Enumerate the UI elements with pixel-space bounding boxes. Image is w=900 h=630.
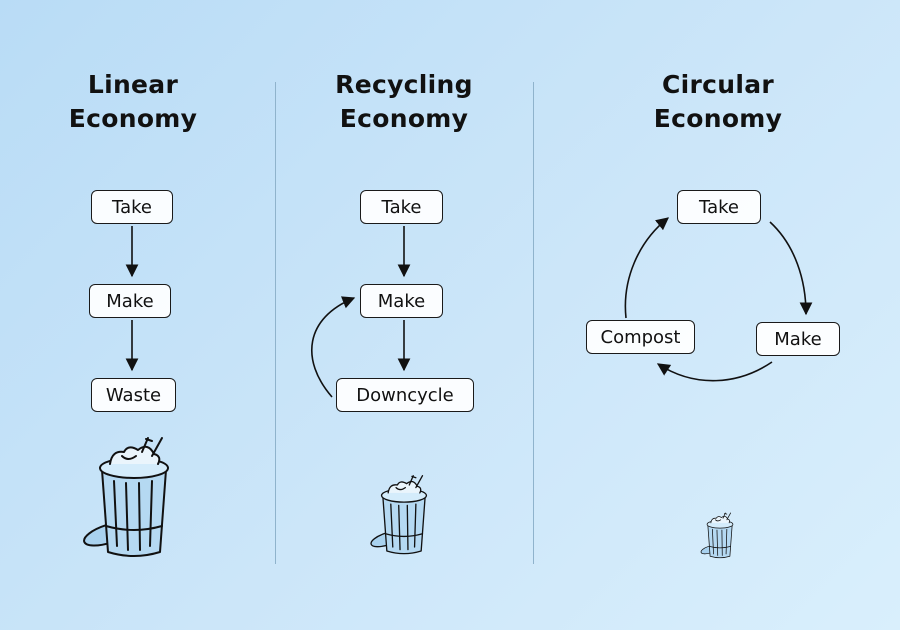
- linear-waste-box: Waste: [91, 378, 176, 412]
- circular-take-box: Take: [677, 190, 761, 224]
- trash-can-icon: [699, 512, 734, 559]
- panel-divider: [533, 82, 534, 564]
- linear-take-box: Take: [91, 190, 173, 224]
- recycling-take-box: Take: [360, 190, 443, 224]
- circular-make-box: Make: [756, 322, 840, 356]
- recycling-make-box: Make: [360, 284, 443, 318]
- arrow-downcycle-to-make: [311, 296, 356, 398]
- linear-make-box: Make: [89, 284, 171, 318]
- arrow-compost-to-take: [624, 217, 669, 319]
- recycling-downcycle-box: Downcycle: [336, 378, 474, 412]
- arrow-make-to-compost: [656, 361, 773, 382]
- trash-can-icon: [368, 475, 428, 555]
- panel-divider: [275, 82, 276, 564]
- trash-can-icon: [80, 437, 169, 557]
- arrow-take-to-make: [769, 221, 813, 316]
- circular-compost-box: Compost: [586, 320, 695, 354]
